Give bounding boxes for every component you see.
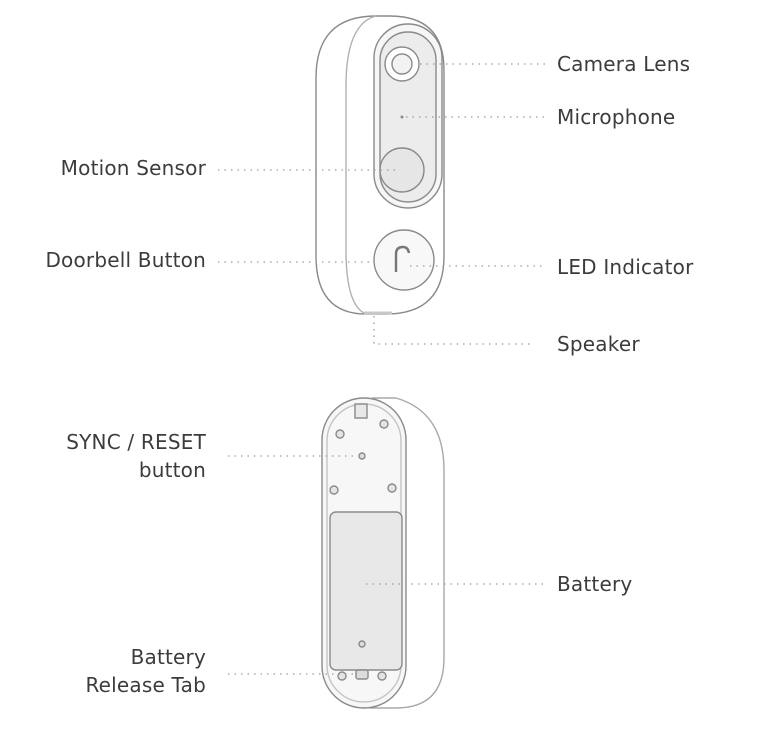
front-view [315,15,445,315]
label-battery: Battery [557,572,633,596]
label-microphone: Microphone [557,105,676,129]
screw-hole-7 [377,671,387,681]
label-battery-release-line2: Release Tab [85,673,206,697]
battery-compartment [329,511,403,671]
screw-hole-3 [329,485,339,495]
screw-hole-2 [379,419,389,429]
front-housing-side [345,15,377,315]
label-doorbell-button: Doorbell Button [45,248,206,272]
screw-hole-1 [335,429,345,439]
label-camera-lens: Camera Lens [557,52,691,76]
label-sync-reset-line1: SYNC / RESET [66,430,206,454]
leader-speaker [373,316,530,345]
screw-hole-4 [387,483,397,493]
label-led-indicator: LED Indicator [557,255,694,279]
motion-sensor-dome [379,147,425,193]
label-battery-release-line1: Battery [130,645,206,669]
camera-lens-inner [391,53,413,75]
back-housing-depth [370,397,445,709]
label-speaker: Speaker [557,332,640,356]
top-mount-clip [354,403,368,419]
label-sync-reset-line2: button [138,458,206,482]
label-motion-sensor: Motion Sensor [60,156,206,180]
screw-hole-6 [337,671,347,681]
led-indicator-shape [394,245,411,272]
battery-release-tab-shape [355,669,369,680]
back-view [321,397,445,709]
sync-reset-button-shape [358,452,366,460]
microphone-hole [400,115,404,119]
doorbell-button-shape [373,229,435,291]
screw-hole-5 [358,640,366,648]
